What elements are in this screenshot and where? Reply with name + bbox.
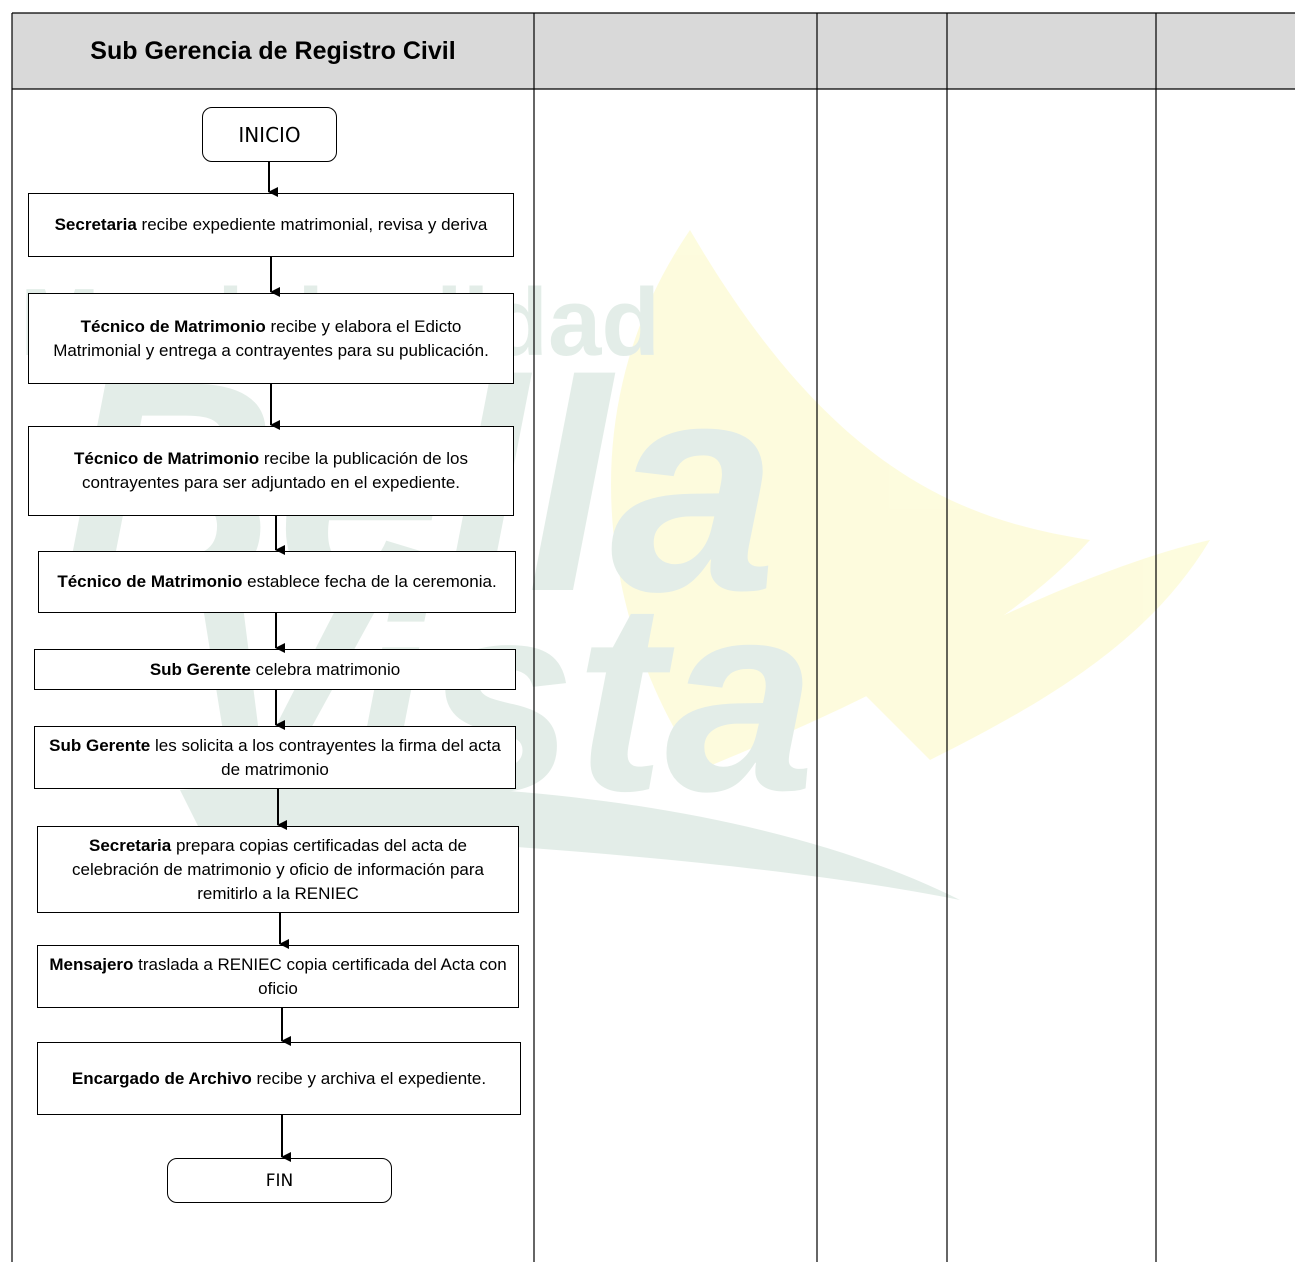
step-6-text: les solicita a los contrayentes la firma… — [150, 735, 501, 779]
step-5-box: Sub Gerente celebra matrimonio — [34, 649, 516, 690]
end-label: FIN — [265, 1170, 294, 1191]
step-7-text: prepara copias certificadas del acta de … — [72, 835, 484, 903]
step-1-text: recibe expediente matrimonial, revisa y … — [136, 215, 488, 234]
header-cell-1 — [12, 13, 534, 89]
watermark-swoosh — [180, 784, 960, 900]
step-3-role: Técnico de Matrimonio — [74, 449, 260, 468]
step-9-role: Encargado de Archivo — [71, 1068, 252, 1088]
step-3-box: Técnico de Matrimonio recibe la publicac… — [28, 426, 514, 516]
lane-title: Sub Gerencia de Registro Civil — [90, 36, 456, 65]
step-5-text: celebra matrimonio — [250, 659, 401, 679]
step-2-text: recibe y elabora el Edicto Matrimonial y… — [53, 316, 489, 360]
step-8-text: traslada a RENIEC copia certificada del … — [133, 954, 507, 998]
step-6-role: Sub Gerente — [49, 735, 151, 755]
step-4-role: Técnico de Matrimonio — [57, 572, 243, 591]
step-7-role: Secretaria — [88, 835, 172, 855]
header-cell-5 — [1156, 13, 1295, 89]
step-5-role: Sub Gerente — [149, 659, 251, 679]
start-label: INICIO — [238, 122, 301, 147]
header-cell-2 — [534, 13, 817, 89]
step-8-role: Mensajero — [49, 954, 134, 974]
step-2-box: Técnico de Matrimonio recibe y elabora e… — [28, 293, 514, 384]
start-terminal: INICIO — [202, 107, 337, 162]
step-3-text: recibe la publicación de los contrayente… — [81, 449, 468, 492]
step-9-box: Encargado de Archivo recibe y archiva el… — [37, 1042, 521, 1115]
step-4-text: establece fecha de la ceremonia. — [242, 572, 497, 591]
step-2-role: Técnico de Matrimonio — [80, 316, 266, 336]
step-1-role: Secretaria — [54, 215, 137, 234]
header-cell-4 — [947, 13, 1156, 89]
watermark-leaf-yellow — [611, 230, 1090, 770]
step-1-box: Secretaria recibe expediente matrimonial… — [28, 193, 514, 257]
step-6-box: Sub Gerente les solicita a los contrayen… — [34, 726, 516, 789]
step-7-box: Secretaria prepara copias certificadas d… — [37, 826, 519, 913]
step-8-box: Mensajero traslada a RENIEC copia certif… — [37, 945, 519, 1008]
header-cell-3 — [817, 13, 947, 89]
step-9-text: recibe y archiva el expediente. — [251, 1068, 487, 1088]
step-4-box: Técnico de Matrimonio establece fecha de… — [38, 551, 516, 613]
end-terminal: FIN — [167, 1158, 392, 1203]
